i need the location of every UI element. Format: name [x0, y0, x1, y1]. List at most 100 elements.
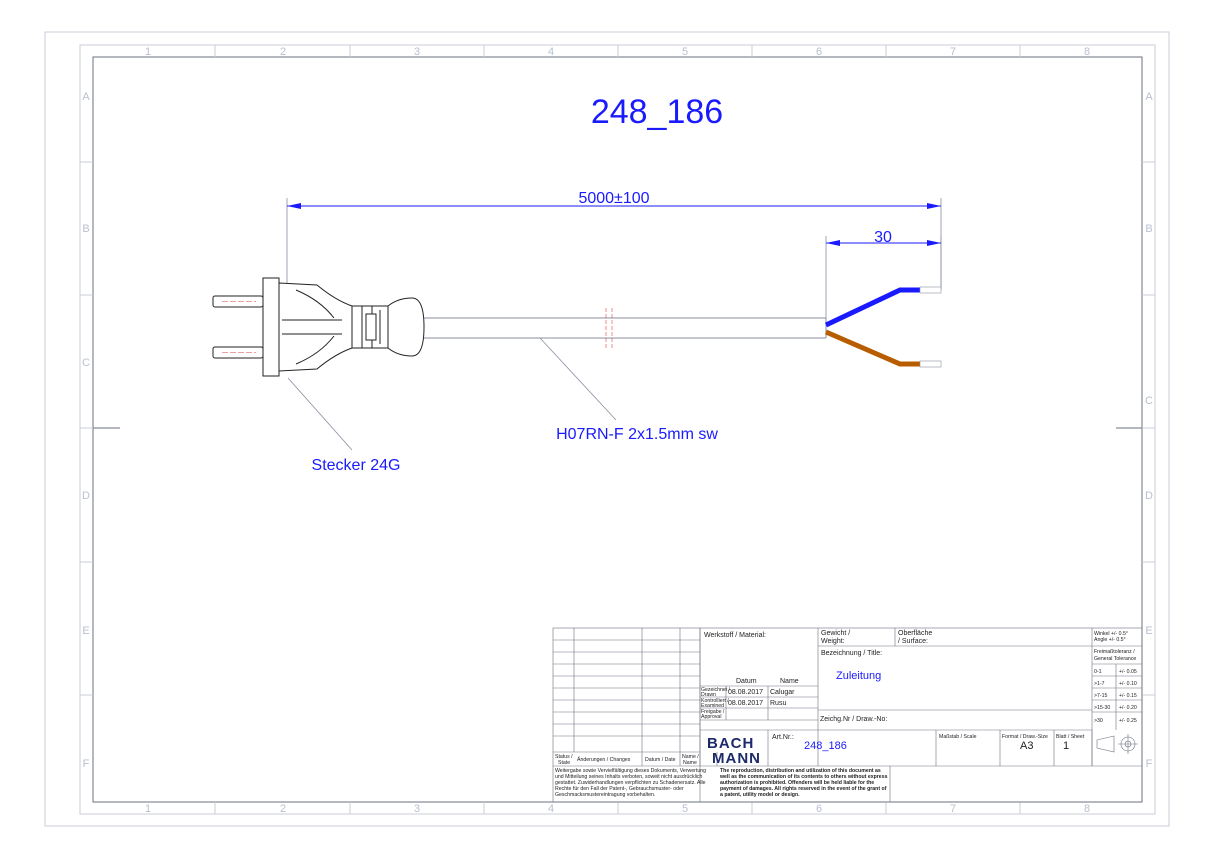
col-label-bottom-5: 5 [682, 803, 688, 815]
column-labels: 1 2 3 4 5 6 7 8 1 2 3 4 5 6 7 8 [145, 46, 1090, 815]
company-logo-line-1: BACH [707, 735, 754, 752]
material-label: Werkstoff / Material: [704, 632, 766, 639]
svg-text:+/- 0.10: +/- 0.10 [1119, 681, 1137, 687]
drawn-label-2: Drawn [701, 692, 716, 698]
date-label: Datum / Date [645, 757, 676, 763]
sheet-label: Blatt / Sheet [1056, 734, 1085, 740]
column-ticks [80, 45, 1155, 814]
strip-arrow-right [927, 240, 941, 246]
svg-text:authorization is prohibited. O: authorization is prohibited. Offenders w… [720, 780, 874, 786]
plug-leader-line [287, 377, 353, 451]
col-label-top-4: 4 [548, 46, 554, 58]
col-label-top-6: 6 [816, 46, 822, 58]
wire-blue [824, 286, 942, 328]
article-value: 248_186 [804, 740, 847, 752]
dimension-strip-length: 30 [825, 229, 942, 318]
projection-symbol-icon [1096, 734, 1138, 754]
svg-text:Geschmacksmustereintragung vor: Geschmacksmustereintragung vorbehalten. [555, 792, 655, 798]
drawing-no-label: Zeichg.Nr / Draw.-No: [820, 716, 887, 723]
name-label-1: Name / [682, 754, 699, 760]
strip-arrow-left [826, 240, 840, 246]
name-label-2: Name [683, 760, 697, 766]
svg-text:>1-7: >1-7 [1094, 681, 1105, 687]
col-label-bottom-1: 1 [145, 803, 151, 815]
tolerance-table: 0-1 +/- 0.05 >1-7 +/- 0.10 >7-15 +/- 0.1… [1094, 669, 1137, 724]
dim-arrow-left [287, 203, 301, 209]
col-label-top-7: 7 [950, 46, 956, 58]
row-label-right-b: B [1145, 223, 1152, 235]
row-labels: A B C D E F A B C D E F [82, 91, 1153, 770]
cable-leader-line [539, 337, 617, 421]
svg-text:Rechte für den Fall der Patent: Rechte für den Fall der Patent-, Gebrauc… [555, 786, 684, 792]
approval-label-1: Freigabe / [701, 709, 725, 715]
surface-label-2: / Surface: [898, 638, 928, 645]
plug-callout: Stecker 24G [312, 457, 401, 474]
svg-text:+/- 0.20: +/- 0.20 [1119, 705, 1137, 711]
row-label-right-a: A [1145, 91, 1153, 103]
row-label-left-f: F [83, 758, 90, 770]
general-tolerance-2: General Tolerance [1094, 656, 1136, 662]
drawn-label-1: Gezeichnet / [701, 687, 731, 693]
surface-label-1: Oberfläche [898, 630, 932, 637]
row-label-right-f: F [1146, 758, 1153, 770]
svg-text:+/- 0.05: +/- 0.05 [1119, 669, 1137, 675]
plug-face [262, 277, 280, 377]
col-label-bottom-7: 7 [950, 803, 956, 815]
drawn-date: 08.08.2017 [728, 689, 763, 696]
title-label: Bezeichnung / Title: [821, 650, 882, 657]
col-label-top-3: 3 [414, 46, 420, 58]
title-value: Zuleitung [836, 670, 881, 682]
checked-name: Rusu [770, 700, 786, 707]
svg-text:The reproduction, distribution: The reproduction, distribution and utili… [720, 768, 881, 774]
outer-frame [44, 31, 1170, 827]
cable-callout: H07RN-F 2x1.5mm sw [556, 426, 718, 443]
svg-text:+/- 0.15: +/- 0.15 [1119, 693, 1137, 699]
col-label-bottom-4: 4 [548, 803, 554, 815]
checked-label-1: Kontrolliert / [701, 698, 729, 704]
status-label-1: Status / [555, 754, 573, 760]
weight-label-1: Gewicht / [821, 630, 850, 637]
company-logo-line-2: MANN [712, 750, 761, 767]
row-label-left-c: C [82, 357, 90, 369]
svg-text:+/- 0.25: +/- 0.25 [1119, 718, 1137, 724]
col-label-top-8: 8 [1084, 46, 1090, 58]
checked-label-2: Examined [701, 703, 724, 709]
format-value: A3 [1020, 740, 1033, 752]
checked-date: 08.08.2017 [728, 700, 763, 707]
svg-text:und Mitteilung seines Inhalts: und Mitteilung seines Inhalts verboten, … [555, 774, 702, 780]
row-label-right-e: E [1145, 625, 1152, 637]
row-label-left-b: B [82, 223, 89, 235]
dimension-total-length: 5000±100 [286, 190, 942, 290]
approval-label-2: Approval [701, 714, 721, 720]
row-label-right-c: C [1145, 395, 1153, 407]
wire-brown [825, 329, 942, 368]
svg-text:>7-15: >7-15 [1094, 693, 1108, 699]
svg-text:well as the communication of i: well as the communication of its content… [719, 774, 888, 780]
changes-label: Änderungen / Changes [577, 756, 631, 763]
status-label-2: State [558, 760, 570, 766]
col-label-bottom-2: 2 [280, 803, 286, 815]
strip-length-label: 30 [874, 229, 892, 246]
svg-text:Weitergabe sowie Vervielfältig: Weitergabe sowie Vervielfältigung dieses… [555, 768, 706, 774]
col-label-top-2: 2 [280, 46, 286, 58]
title-block [552, 627, 1143, 803]
name-header: Name [780, 678, 799, 685]
general-tolerance-1: Freimaßtoleranz / [1094, 649, 1135, 655]
svg-text:0-1: 0-1 [1094, 669, 1102, 675]
format-label: Format / Draw.-Size [1002, 734, 1048, 740]
scale-label: Maßstab / Scale [939, 734, 977, 740]
svg-text:>15-30: >15-30 [1094, 705, 1110, 711]
article-label: Art.Nr.: [772, 734, 794, 741]
total-length-label: 5000±100 [578, 190, 649, 207]
dim-arrow-right [927, 203, 941, 209]
date-header: Datum [736, 678, 757, 685]
legal-text-en: The reproduction, distribution and utili… [719, 768, 888, 798]
row-label-left-d: D [82, 490, 90, 502]
col-label-bottom-8: 8 [1084, 803, 1090, 815]
weight-label-2: Weight: [821, 638, 845, 645]
svg-text:payment of damages. All rights: payment of damages. All rights reserved … [720, 786, 887, 792]
row-label-left-a: A [82, 91, 90, 103]
svg-text:gestattet. Zuwiderhandlungen v: gestattet. Zuwiderhandlungen verpflichte… [555, 780, 706, 786]
svg-text:>30: >30 [1094, 718, 1103, 724]
